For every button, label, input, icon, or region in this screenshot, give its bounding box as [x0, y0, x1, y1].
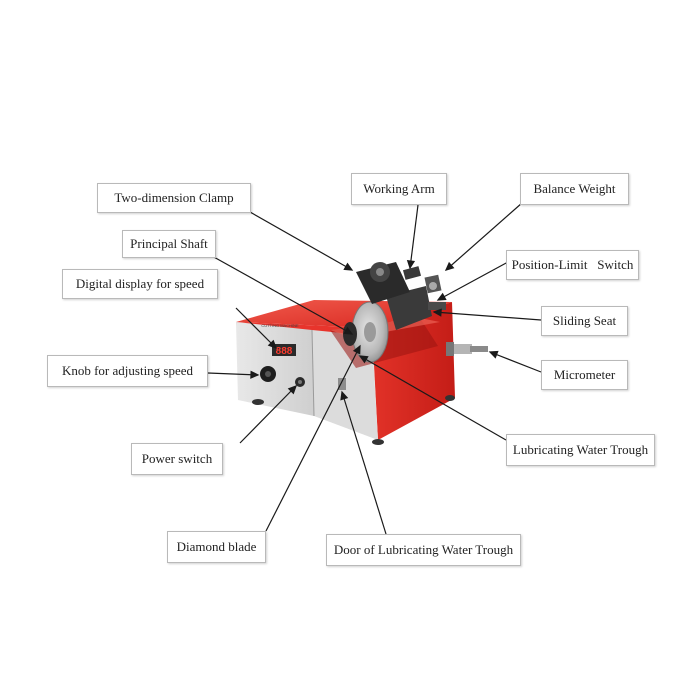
label-trough-door: Door of Lubricating Water Trough [326, 534, 521, 566]
label-knob-speed: Knob for adjusting speed [47, 355, 208, 387]
label-principal-shaft: Principal Shaft [122, 230, 216, 258]
label-digital-display: Digital display for speed [62, 269, 218, 299]
control-panel [236, 322, 314, 416]
leader-working-arm-arrowhead [408, 261, 414, 268]
micrometer-part [446, 342, 488, 356]
leader-working-arm [410, 205, 418, 268]
label-position-limit-switch: Position-Limit Switch [506, 250, 639, 280]
label-diamond-blade: Diamond blade [167, 531, 266, 563]
panel-caption: CUTTING MACHINE [261, 323, 299, 328]
label-power-switch: Power switch [131, 443, 223, 475]
leader-two-dimension-clamp-arrowhead [344, 264, 352, 270]
label-micrometer: Micrometer [541, 360, 628, 390]
speed-knob [260, 366, 276, 382]
digital-display-value: 888 [276, 346, 293, 357]
leader-micrometer [490, 352, 541, 372]
label-working-arm: Working Arm [351, 173, 447, 205]
leader-position-limit-arrowhead [438, 294, 446, 300]
label-lubricating-trough: Lubricating Water Trough [506, 434, 655, 466]
label-sliding-seat: Sliding Seat [541, 306, 628, 336]
label-balance-weight: Balance Weight [520, 173, 629, 205]
leader-two-dimension-clamp [250, 212, 352, 270]
leader-micrometer-arrowhead [490, 352, 498, 358]
label-two-dimension-clamp: Two-dimension Clamp [97, 183, 251, 213]
